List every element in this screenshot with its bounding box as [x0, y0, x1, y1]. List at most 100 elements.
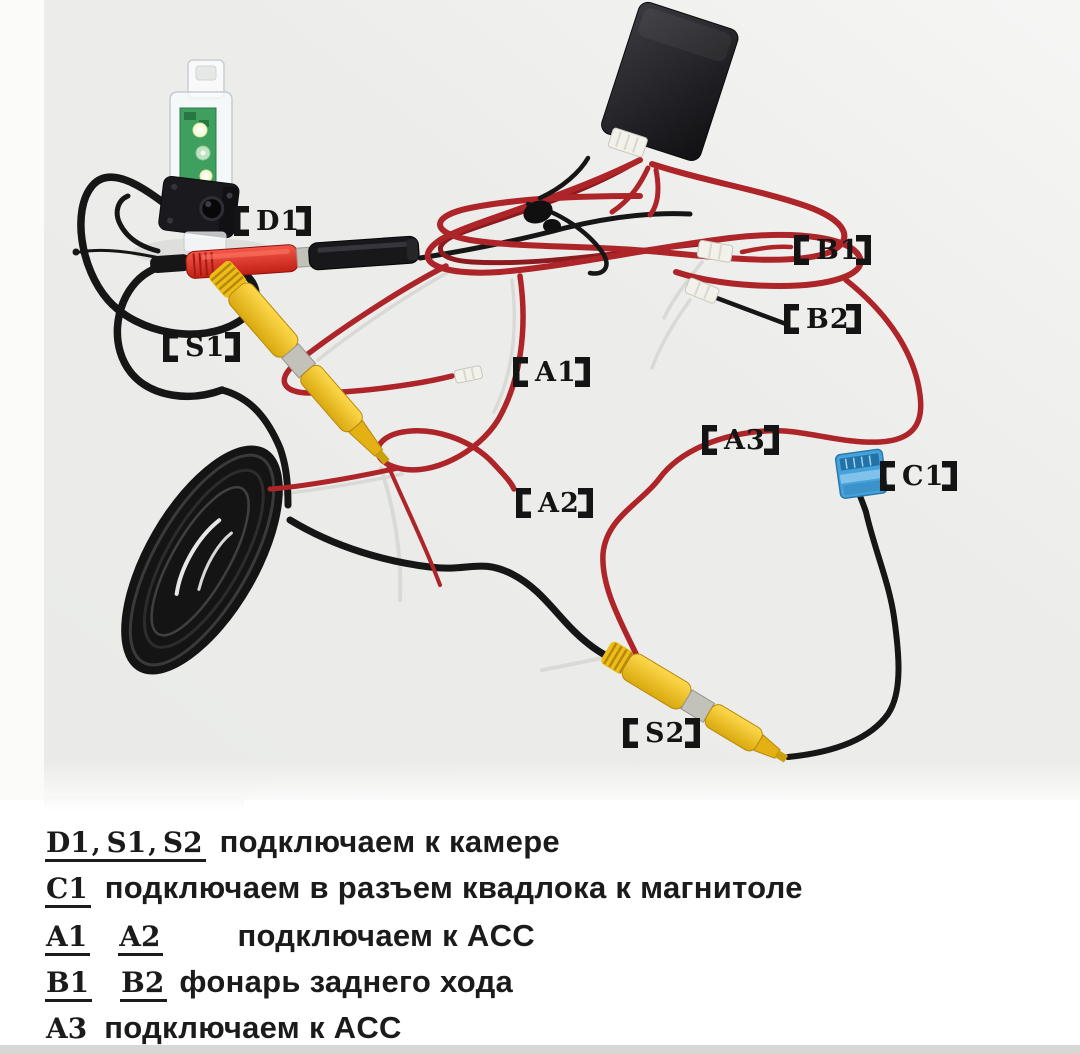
- coil-strand: [150, 485, 250, 637]
- bracket-left: [516, 488, 531, 518]
- a1-white-plug: [453, 365, 483, 384]
- cable-tie-knot: [543, 219, 561, 233]
- gray-wire-b1-tail: [662, 260, 704, 320]
- bracket-right: [942, 461, 957, 491]
- s1-connector: [209, 260, 390, 465]
- legend-code: S1: [106, 826, 147, 859]
- red-wire-b1: [739, 244, 794, 255]
- label-s1: S1: [163, 332, 240, 363]
- label-text: C1: [902, 461, 944, 492]
- code-separator: ,: [91, 829, 101, 858]
- wiring-photo: D1 S1 A1 A2 A3 B1 B2 C1 S2: [0, 0, 1080, 812]
- plug-tip: [406, 238, 419, 261]
- bracket-left: [513, 357, 528, 387]
- code-separator: ,: [148, 829, 157, 858]
- bracket-right: [764, 425, 779, 455]
- label-text: A2: [537, 488, 580, 519]
- bracket-right: [225, 332, 240, 362]
- legend: D1,S1,S2 подключаем к камере C1 подключа…: [45, 824, 1055, 1054]
- thin-wire-tip: [72, 248, 80, 256]
- label-text: A1: [534, 357, 577, 388]
- bottom-gray-bar: [0, 1045, 1080, 1054]
- bundle-black-strand: [525, 201, 609, 276]
- legend-row-headunit: C1 подключаем в разъем квадлока к магнит…: [45, 870, 1055, 908]
- legend-description: подключаем к камере: [219, 824, 560, 859]
- camera-cable-to-coil: [218, 386, 292, 509]
- legend-description: подключаем к ACC: [104, 1010, 402, 1045]
- d1-connector: [150, 235, 420, 279]
- coil-strand: [128, 453, 276, 667]
- bracket-right: [296, 206, 311, 236]
- camera-lens: [199, 196, 225, 222]
- cable-coil: [121, 445, 283, 675]
- bundle-black-strand: [537, 155, 591, 201]
- camera-housing-lower: [183, 231, 227, 253]
- label-d1: D1: [234, 206, 311, 237]
- camera-led: [199, 169, 213, 183]
- label-a2: A2: [516, 488, 593, 519]
- pcb-component: [184, 112, 196, 120]
- legend-row-acc-a3: A3 подключаем к ACC: [45, 1010, 1055, 1048]
- bracket-right: [856, 235, 871, 265]
- cable-tie-knot: [523, 200, 553, 224]
- label-a3: A3: [702, 425, 779, 456]
- camera-screw: [171, 183, 178, 190]
- red-wire-a1: [281, 263, 455, 396]
- camera-mount-hole: [195, 65, 217, 81]
- bracket-right: [575, 357, 590, 387]
- b1-white-plug: [696, 239, 734, 263]
- coil-gap: [197, 531, 233, 591]
- c1-connector: [834, 448, 888, 499]
- gray-wire-a2-exit: [280, 472, 404, 496]
- photo-bottom-fade: [44, 760, 1080, 812]
- legend-code: D1: [46, 826, 90, 859]
- bundle-strand: [609, 165, 661, 218]
- relay-box-body: [601, 1, 739, 162]
- coil-gap: [174, 518, 222, 596]
- legend-row-reverse-lamp: B1 B2 фонарь заднего хода: [45, 964, 1055, 1002]
- legend-row-acc: A1 A2 подключаем к ACC: [45, 918, 1055, 956]
- bracket-right: [846, 304, 861, 334]
- label-text: S1: [185, 332, 225, 363]
- legend-description: подключаем к ACC: [237, 918, 535, 953]
- label-c1: C1: [880, 461, 957, 492]
- legend-codes-d1-s1-s2: D1,S1,S2: [45, 826, 206, 862]
- rca-cable-exit: [375, 450, 390, 465]
- bracket-left: [623, 718, 638, 748]
- video-cable-coil-to-s2: [286, 516, 619, 663]
- label-text: B1: [816, 235, 860, 266]
- s2-connector: [601, 641, 789, 763]
- legend-code-a1: A1: [45, 920, 91, 956]
- gray-wire-b2-tail: [650, 298, 692, 370]
- white-wire-s1-tail: [379, 466, 403, 602]
- pcb-component: [199, 120, 209, 127]
- label-s2: S2: [623, 718, 700, 749]
- rca-ridges: [210, 262, 244, 295]
- coil-strand: [142, 468, 265, 649]
- legend-code-a3: A3: [45, 1012, 91, 1048]
- bracket-right: [578, 488, 593, 518]
- label-text: A3: [723, 425, 766, 456]
- red-wire-bundle: [424, 155, 864, 290]
- red-wire-a2-exit: [267, 465, 401, 492]
- bracket-right: [685, 718, 700, 748]
- camera-head: [158, 175, 240, 239]
- rca-taper: [753, 734, 781, 759]
- bracket-left: [794, 235, 809, 265]
- camera-led: [195, 145, 211, 161]
- legend-code-b2: B2: [120, 966, 168, 1002]
- label-text: B2: [806, 304, 850, 335]
- gray-wire-a1: [316, 268, 454, 362]
- legend-description: подключаем в разъем квадлока к магнитоле: [104, 870, 803, 905]
- bracket-left: [880, 461, 895, 491]
- photo-left-margin: [0, 0, 44, 800]
- camera: [133, 59, 277, 266]
- label-a1: A1: [513, 357, 590, 388]
- relay-box: [601, 1, 739, 162]
- camera-screw: [226, 192, 233, 199]
- bracket-left: [702, 425, 717, 455]
- b2-white-plug: [684, 277, 720, 304]
- bracket-left: [234, 206, 249, 236]
- label-text: D1: [256, 206, 300, 237]
